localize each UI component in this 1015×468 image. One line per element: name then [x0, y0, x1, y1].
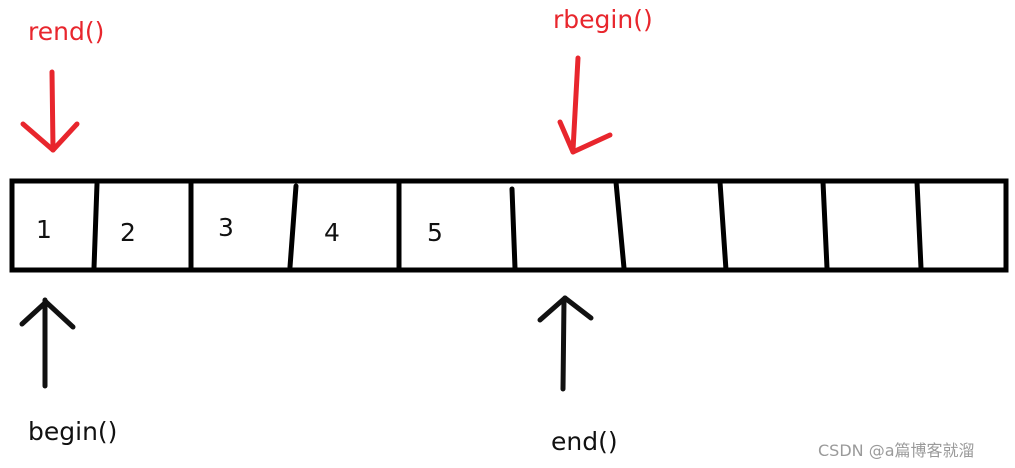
array-box — [9, 178, 1009, 273]
end-label: end() — [551, 427, 618, 456]
begin-arrow-icon — [19, 297, 76, 389]
divider-5 — [509, 186, 518, 271]
watermark-text: CSDN @a篇博客就溜 — [818, 441, 975, 460]
cell-value-1: 1 — [36, 215, 52, 244]
cell-value-2: 2 — [120, 218, 136, 247]
rbegin-arrow-icon — [557, 55, 613, 155]
divider-3 — [287, 183, 299, 270]
cell-dividers — [91, 179, 924, 273]
cell-values: 1 2 3 4 5 — [36, 213, 443, 247]
rend-label: rend() — [28, 17, 104, 46]
begin-label: begin() — [28, 417, 117, 446]
divider-8 — [820, 179, 830, 271]
cell-value-5: 5 — [427, 218, 443, 247]
divider-6 — [613, 179, 627, 271]
divider-1 — [91, 181, 100, 271]
end-arrow-icon — [537, 295, 594, 392]
cell-value-3: 3 — [218, 213, 234, 242]
divider-7 — [717, 179, 729, 273]
divider-9 — [914, 179, 924, 271]
rbegin-label: rbegin() — [553, 5, 653, 34]
rend-arrow-icon — [20, 69, 80, 153]
cell-value-4: 4 — [324, 218, 340, 247]
